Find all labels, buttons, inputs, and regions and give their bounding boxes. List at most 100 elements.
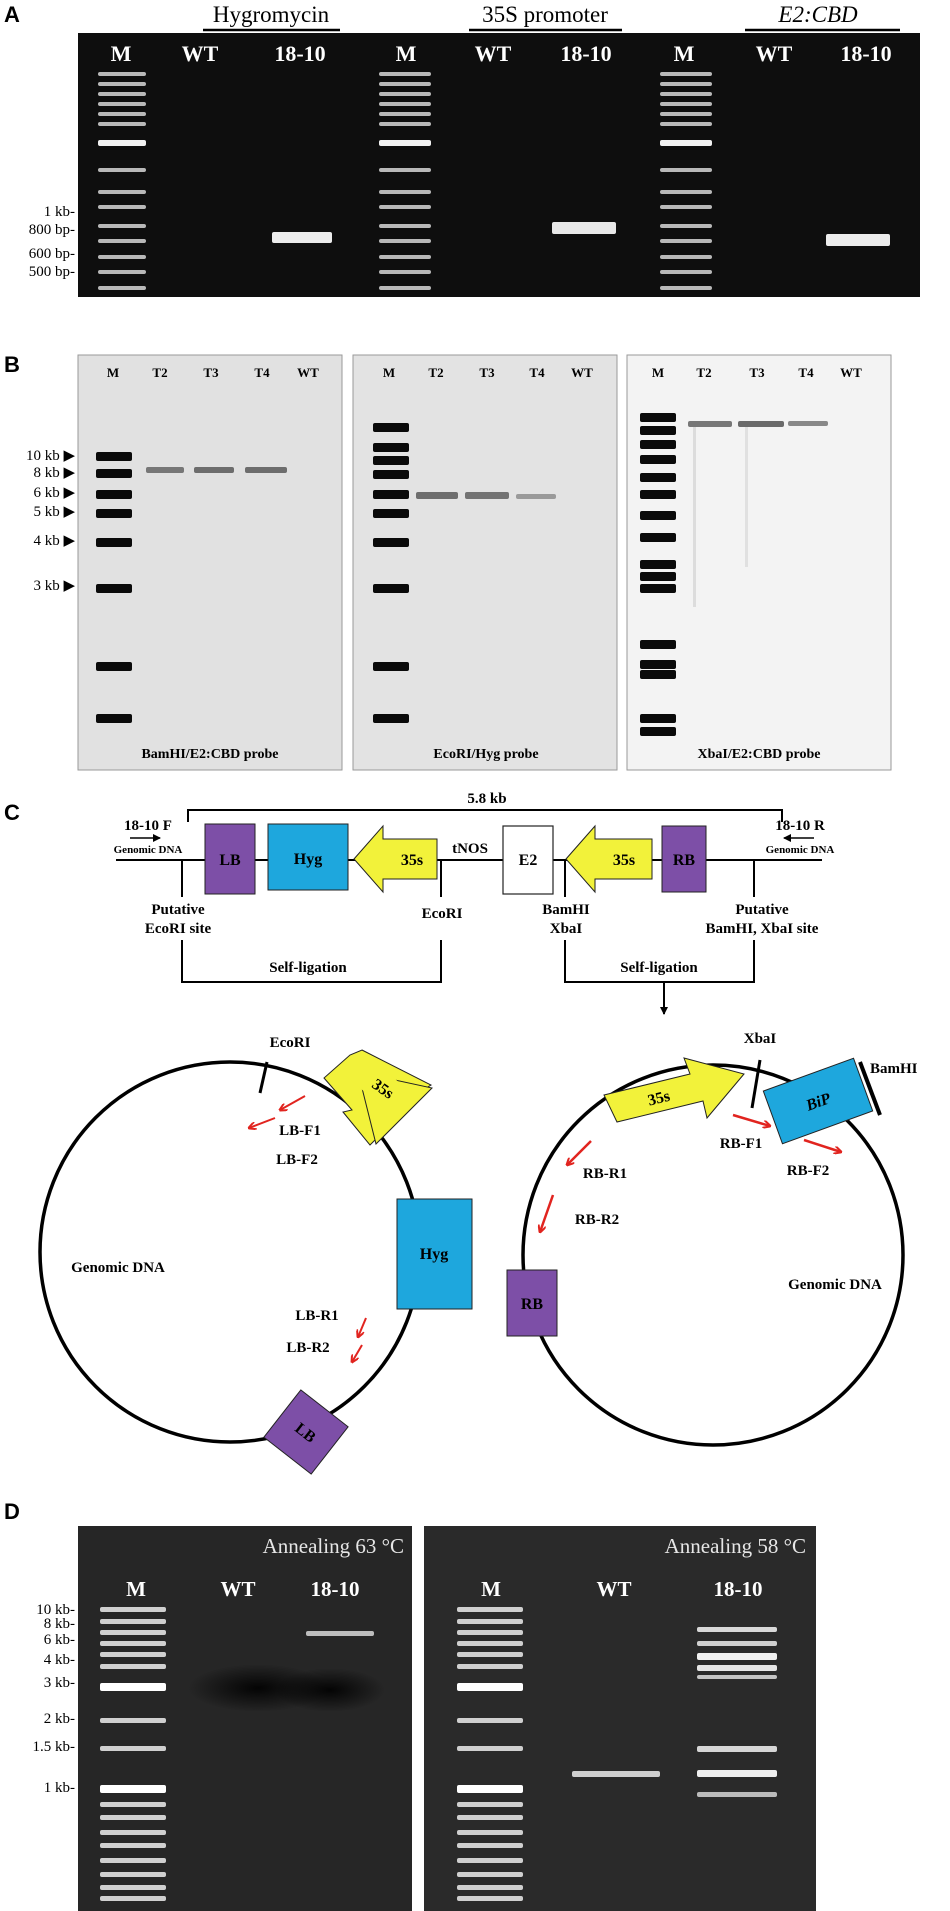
gel58-bands-1810: [697, 1627, 777, 1797]
promoter-35s-right-label: 35s: [613, 852, 635, 869]
hyg-box: [267, 823, 349, 891]
left-hyg-label: Hyg: [420, 1246, 448, 1263]
gel-ladder-band: [100, 1664, 166, 1669]
right-xbai-label: XbaI: [744, 1031, 777, 1047]
blot-ladder-band: [640, 572, 676, 581]
ladder-a-band: [98, 224, 146, 228]
right-rb-label: RB: [521, 1296, 544, 1313]
gel-ladder-band: [457, 1641, 523, 1646]
size-d-4kb: 4 kb-: [44, 1652, 75, 1668]
gel-ladder-band: [457, 1683, 523, 1691]
size-800bp: 800 bp-: [29, 222, 75, 238]
panel-a-sizes: 1 kb- 800 bp- 600 bp- 500 bp-: [29, 204, 75, 280]
blot3-lane-wt: WT: [840, 365, 862, 380]
gel-ladder-band: [457, 1885, 523, 1890]
ladder-a-band: [98, 239, 146, 243]
ladder-a-band: [660, 190, 712, 194]
gel-ladder-band: [100, 1641, 166, 1646]
gel-ladder-band: [100, 1746, 166, 1751]
ladder-a-band: [98, 168, 146, 172]
ladder-a-band: [660, 82, 712, 86]
blot1-band-t4: [245, 467, 287, 473]
blot-ladder-band: [96, 538, 132, 547]
blot-ladder-band: [96, 509, 132, 518]
gel-ladder-band: [100, 1858, 166, 1863]
ladder-a-band: [379, 92, 431, 96]
left-lb-box: [263, 1389, 349, 1475]
blot2-lane-wt: WT: [571, 365, 593, 380]
blot-ladder-band: [640, 455, 676, 464]
gel-ladder-band: [100, 1802, 166, 1807]
blot-ladder-band: [640, 584, 676, 593]
primer-rb-r2: RB-R2: [575, 1212, 619, 1228]
ladder-a-band: [379, 255, 431, 259]
gel-ladder-band: [457, 1607, 523, 1612]
annealing-63-label: Annealing 63 °C: [263, 1534, 404, 1558]
e2-box: [502, 825, 554, 895]
gel63-lane-1810: 18-10: [311, 1577, 360, 1601]
blot-ladder-band: [96, 714, 132, 723]
lb-box-label: LB: [219, 852, 241, 869]
blot-ladder-band: [96, 452, 132, 461]
blot-ladder-band: [640, 440, 676, 449]
gel-ladder-band: [457, 1802, 523, 1807]
size-b-3kb: 3 kb ▶: [33, 578, 75, 594]
gel63-lane-m: M: [126, 1577, 146, 1601]
gel-ladder-band: [457, 1652, 523, 1657]
ladder-a-band: [660, 286, 712, 290]
size-d-10kb: 10 kb-: [36, 1602, 75, 1618]
ladder-a-band: [98, 112, 146, 116]
promoter-35s-left: [353, 824, 438, 894]
blot1-band-t2: [146, 467, 184, 473]
gel-ladder-band: [457, 1664, 523, 1669]
gel-ladder-band: [100, 1872, 166, 1877]
panel-a-gel: M WT 18-10 M WT 18-10 M WT 18-10: [78, 33, 920, 297]
gel-ladder-band: [457, 1872, 523, 1877]
ladder-a-band: [660, 140, 712, 146]
lane-m-3: M: [674, 41, 695, 66]
gel58-band-wt: [572, 1771, 660, 1777]
lb-box: [204, 823, 256, 895]
ladder-a-band: [98, 205, 146, 209]
ladder-a-band: [98, 72, 146, 76]
panel-c-label: C: [4, 800, 20, 825]
ladder-a-band: [660, 112, 712, 116]
blot-ladder-band: [373, 584, 409, 593]
gel-ladder-band: [100, 1843, 166, 1848]
gel-ladder-band: [100, 1830, 166, 1835]
primer-lb-f2: LB-F2: [276, 1152, 318, 1168]
ladder-a-band: [660, 224, 712, 228]
blot-bamhi: M T2 T3 T4 WT BamHI/E2:CBD probe: [77, 354, 343, 771]
gel-ladder-band: [457, 1785, 523, 1793]
blot-ladder-band: [96, 490, 132, 499]
gel63-band-1810: [306, 1631, 374, 1636]
right-circle: 35s XbaI BiP BamHI RB RB-R1 RB-R2 RB-F1 …: [506, 1031, 918, 1447]
blot-xbai: M T2 T3 T4 WT XbaI/E2:CBD probe: [626, 354, 892, 771]
blot-ladder-band: [640, 511, 676, 520]
gel58-lane-1810: 18-10: [714, 1577, 763, 1601]
caption-xbai: XbaI/E2:CBD probe: [697, 747, 820, 762]
gel-ladder-band: [100, 1619, 166, 1624]
panel-b-sizes: 10 kb ▶ 8 kb ▶ 6 kb ▶ 5 kb ▶ 4 kb ▶ 3 kb…: [26, 448, 76, 594]
blot-ladder-band: [640, 640, 676, 649]
gel63-lane-wt: WT: [220, 1577, 255, 1601]
blot3-lane-m: M: [652, 365, 664, 380]
right-genomic-dna: Genomic DNA: [788, 1277, 882, 1293]
blot1-lane-t3: T3: [203, 365, 219, 380]
gel-ladder-band: [100, 1683, 166, 1691]
blot2-band-t4: [516, 494, 556, 499]
blot-ladder-band: [640, 490, 676, 499]
left-genomic-dna: Genomic DNA: [71, 1260, 165, 1276]
blot-ladder-band: [96, 469, 132, 478]
blot-ladder-band: [640, 727, 676, 736]
gel-ladder-band: [100, 1815, 166, 1820]
lane-wt-3: WT: [756, 41, 793, 66]
size-b-5kb: 5 kb ▶: [33, 504, 75, 520]
size-d-8kb: 8 kb-: [44, 1616, 75, 1632]
self-ligation-left: Self-ligation: [269, 960, 347, 976]
blot-ladder-band: [373, 538, 409, 547]
size-d-2kb: 2 kb-: [44, 1711, 75, 1727]
ladder-a-band: [98, 122, 146, 126]
ladder-a-band: [379, 270, 431, 274]
